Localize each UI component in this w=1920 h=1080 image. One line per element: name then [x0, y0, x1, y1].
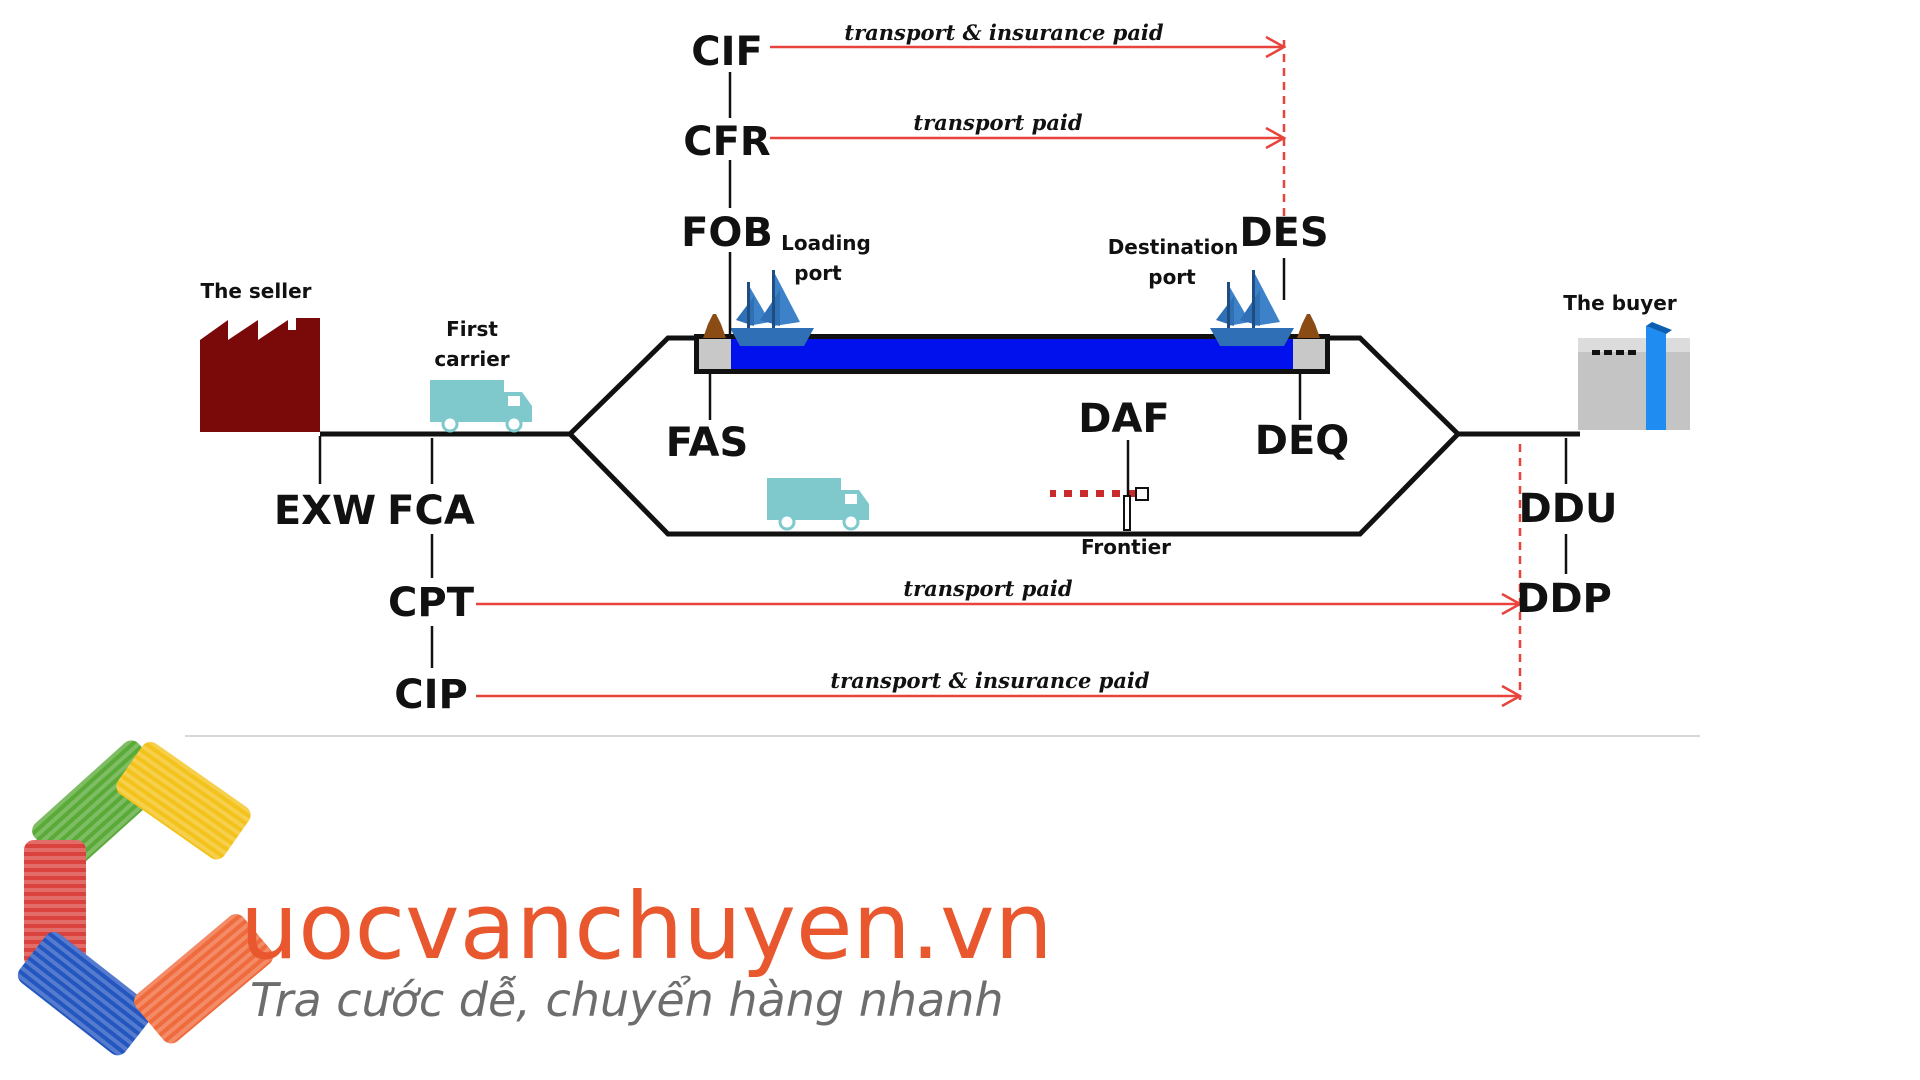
term-ddu: DDU [1519, 486, 1618, 532]
term-cip: CIP [394, 672, 468, 718]
cfr-arrow-label: transport paid [913, 110, 1082, 135]
container-red [24, 840, 86, 968]
term-fas: FAS [666, 420, 749, 466]
factory-icon [200, 318, 320, 432]
term-daf: DAF [1078, 396, 1169, 442]
sea-route-upper-right [1326, 335, 1460, 436]
container-orange [134, 914, 274, 1044]
ship-icon [730, 270, 814, 346]
container-yellow [116, 741, 251, 860]
cpt-arrow-label: transport paid [903, 576, 1072, 601]
term-cpt: CPT [388, 580, 475, 626]
buyer-label: The buyer [1563, 291, 1677, 315]
seller-label: The seller [200, 279, 311, 303]
term-deq: DEQ [1255, 418, 1350, 464]
term-ddp: DDP [1516, 576, 1612, 622]
loading-port-label-line2: port [794, 261, 842, 285]
route-lines [320, 335, 1580, 537]
term-cif: CIF [691, 29, 763, 75]
land-route-lower [568, 432, 1460, 537]
frontier-barrier-icon [1050, 487, 1149, 531]
term-des: DES [1239, 210, 1328, 256]
risk-boundaries [1282, 40, 1522, 700]
bollard-icon [703, 314, 726, 338]
term-fob: FOB [681, 210, 773, 256]
ship-icon [1210, 270, 1294, 346]
container-blue [17, 932, 154, 1056]
term-fca: FCA [387, 488, 475, 534]
brand-name: uocvanchuyen.vn [240, 873, 1053, 980]
connector-ticks [318, 72, 1568, 668]
brand-logo [17, 740, 274, 1056]
term-cfr: CFR [683, 119, 770, 165]
cif-arrow-label: transport & insurance paid [844, 20, 1164, 45]
first-carrier-label-line2: carrier [434, 347, 509, 371]
frontier-label: Frontier [1081, 535, 1171, 559]
brand-tagline: Tra cước dễ, chuyển hàng nhanh [250, 973, 1004, 1027]
sea-water [731, 339, 1293, 369]
loading-port-label-line1: Loading [781, 231, 871, 255]
destination-port-label-line1: Destination [1108, 235, 1239, 259]
truck-icon [430, 380, 532, 433]
loading-quay [699, 339, 731, 369]
cip-arrow-label: transport & insurance paid [830, 668, 1150, 693]
cost-arrows [476, 35, 1523, 708]
sea-route-upper [568, 335, 698, 436]
destination-port-label-line2: port [1148, 265, 1196, 289]
bollard-icon [1297, 314, 1320, 338]
truck-icon [767, 478, 869, 531]
first-carrier-label-line1: First [446, 317, 498, 341]
destination-quay [1293, 339, 1325, 369]
buyer-building-icon [1578, 322, 1690, 430]
term-exw: EXW [274, 488, 376, 534]
